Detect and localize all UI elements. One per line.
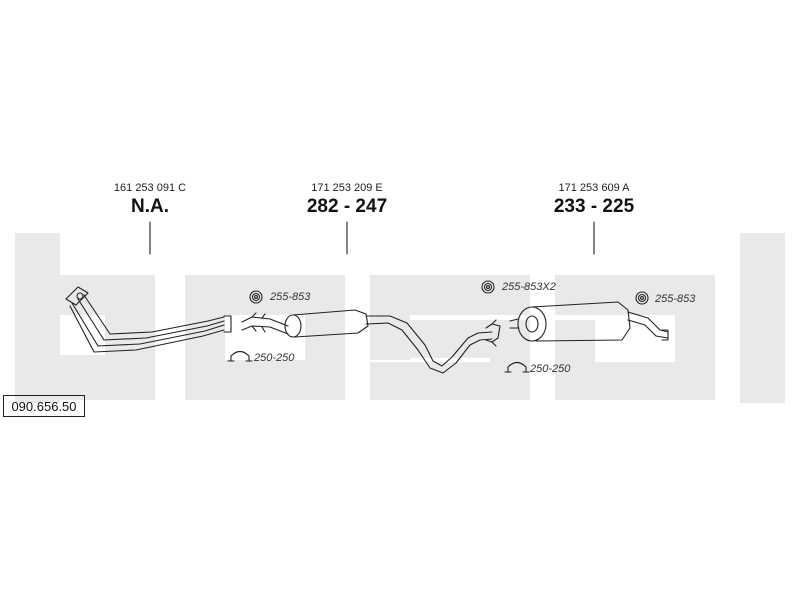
part-code: N.A. — [131, 196, 169, 217]
u-clamp-icon — [504, 361, 530, 373]
part-label-rear-silencer: 171 253 609 A 233 - 225 — [524, 182, 664, 218]
reference-number-box: 090.656.50 — [3, 395, 85, 417]
fitting-label: 250-250 — [530, 363, 571, 375]
part-label-front-pipe: 161 253 091 C N.A. — [80, 182, 220, 218]
part-number: 171 253 609 A — [558, 182, 630, 194]
middle-silencer — [241, 309, 501, 374]
part-code: 282 - 247 — [306, 196, 388, 217]
fitting-label: 250-250 — [254, 352, 295, 364]
u-clamp-icon — [227, 350, 253, 362]
front-pipe — [65, 286, 232, 353]
fitting-label: 255-853 — [655, 293, 696, 305]
ring-clamp-icon — [249, 290, 263, 304]
part-number: 161 253 091 C — [113, 182, 187, 194]
fitting-label: 255-853X2 — [502, 281, 556, 293]
ring-clamp-icon — [481, 280, 495, 294]
part-label-middle-silencer: 171 253 209 E 282 - 247 — [277, 182, 417, 218]
ring-clamp-icon — [635, 291, 649, 305]
part-code: 233 - 225 — [553, 196, 635, 217]
part-number: 171 253 209 E — [311, 182, 383, 194]
fitting-label: 255-853 — [270, 291, 311, 303]
rear-silencer — [509, 301, 669, 342]
